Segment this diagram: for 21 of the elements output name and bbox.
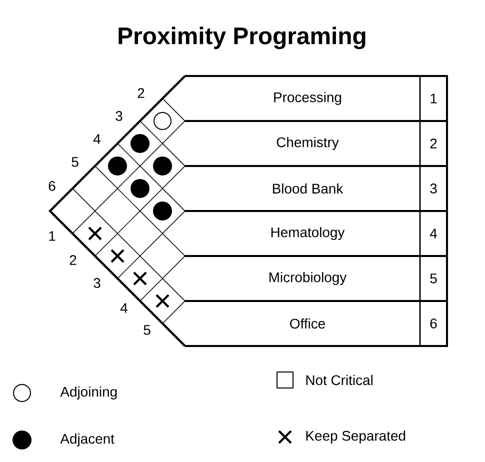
edge-number: 6 — [48, 181, 56, 191]
title: Proximity Programing — [118, 26, 366, 50]
department-row: Chemistry 2 — [162, 120, 448, 167]
legend-text: Adjacent — [60, 433, 114, 446]
edge-number: 2 — [70, 255, 76, 265]
edge-number: 5 — [72, 157, 78, 167]
legend-text: Adjoining — [60, 386, 117, 400]
department-row: Hematology 4 — [162, 210, 448, 257]
edge-number: 3 — [116, 111, 122, 121]
department-row: Microbiology 5 — [162, 255, 448, 302]
edge-number: 2 — [138, 88, 144, 98]
edge-number: 1 — [49, 231, 56, 241]
edge-number: 4 — [93, 134, 100, 144]
edge-number: 5 — [144, 325, 150, 335]
legend-text: Keep Separated — [306, 430, 406, 444]
department-row: Blood Bank 3 — [162, 165, 448, 212]
edge-number: 3 — [94, 278, 100, 288]
edge-number: 4 — [120, 303, 128, 313]
legend-text: Not Critical — [306, 374, 372, 386]
department-row: Office 6 — [162, 300, 448, 347]
department-row: Processing 1 — [162, 75, 448, 122]
